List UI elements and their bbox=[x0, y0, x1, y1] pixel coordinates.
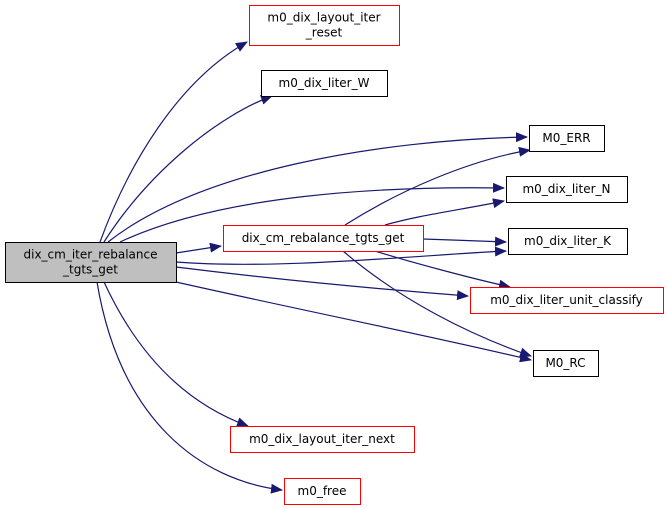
node-box bbox=[249, 5, 400, 46]
edge-root-to-free bbox=[96, 281, 283, 494]
node-box bbox=[506, 176, 628, 203]
edge-tgts-to-N bbox=[384, 198, 505, 226]
node-box bbox=[529, 125, 605, 152]
edge-root-to-reset bbox=[99, 41, 248, 243]
node-dix-cm-iter-rebalance-tgts-get[interactable]: dix_cm_iter_rebalance_tgts_get bbox=[5, 242, 177, 283]
node-label: m0_dix_liter_unit_classify bbox=[490, 293, 643, 307]
node-label: m0_dix_layout_iter_next bbox=[249, 432, 395, 446]
node-box bbox=[508, 228, 628, 255]
node-label: M0_RC bbox=[545, 356, 585, 370]
node-label: dix_cm_rebalance_tgts_get bbox=[242, 231, 405, 245]
node-box bbox=[5, 242, 177, 283]
node-box bbox=[284, 478, 361, 505]
edge-tgts-to-ERR bbox=[344, 146, 531, 226]
node-label: m0_dix_liter_K bbox=[524, 234, 612, 248]
node-m0-dix-liter-k[interactable]: m0_dix_liter_K bbox=[508, 228, 628, 255]
node-dix-cm-rebalance-tgts-get[interactable]: dix_cm_rebalance_tgts_get bbox=[223, 225, 424, 252]
edge-root-to-K bbox=[175, 246, 507, 265]
edge-root-to-next bbox=[103, 281, 249, 427]
node-m0-dix-layout-iter-next[interactable]: m0_dix_layout_iter_next bbox=[230, 426, 415, 453]
node-box bbox=[223, 225, 424, 252]
edge-root-to-N bbox=[119, 182, 505, 243]
node-label: m0_dix_layout_iter bbox=[267, 11, 380, 25]
node-box bbox=[261, 70, 388, 97]
node-m0-dix-liter-n[interactable]: m0_dix_liter_N bbox=[506, 176, 628, 203]
edge-root-to-ERR bbox=[107, 132, 528, 243]
node-label: _tgts_get bbox=[62, 263, 118, 277]
edge-root-to-W bbox=[103, 95, 273, 243]
node-m0-free[interactable]: m0_free bbox=[284, 478, 361, 505]
node-m0-err[interactable]: M0_ERR bbox=[529, 125, 605, 152]
node-m0-dix-layout-iter-reset[interactable]: m0_dix_layout_iter_reset bbox=[249, 5, 400, 46]
edge-tgts-to-K bbox=[422, 236, 507, 247]
node-label: m0_dix_liter_W bbox=[279, 76, 370, 90]
node-box bbox=[470, 287, 664, 314]
edge-root-to-tgts bbox=[175, 242, 222, 254]
node-label: dix_cm_iter_rebalance bbox=[24, 248, 158, 262]
node-label: m0_free bbox=[298, 484, 347, 498]
edge-tgts-to-classify bbox=[374, 250, 511, 290]
node-box bbox=[230, 426, 415, 453]
node-label: M0_ERR bbox=[542, 131, 590, 145]
node-m0-dix-liter-w[interactable]: m0_dix_liter_W bbox=[261, 70, 388, 97]
edge-root-to-classify bbox=[175, 266, 469, 301]
node-label: m0_dix_liter_N bbox=[522, 182, 610, 196]
node-label: _reset bbox=[305, 26, 343, 40]
node-box bbox=[533, 350, 599, 377]
node-m0-dix-liter-unit-classify[interactable]: m0_dix_liter_unit_classify bbox=[470, 287, 664, 314]
edge-tgts-to-RC bbox=[342, 250, 532, 358]
edge-root-to-RC bbox=[175, 281, 532, 363]
node-m0-rc[interactable]: M0_RC bbox=[533, 350, 599, 377]
